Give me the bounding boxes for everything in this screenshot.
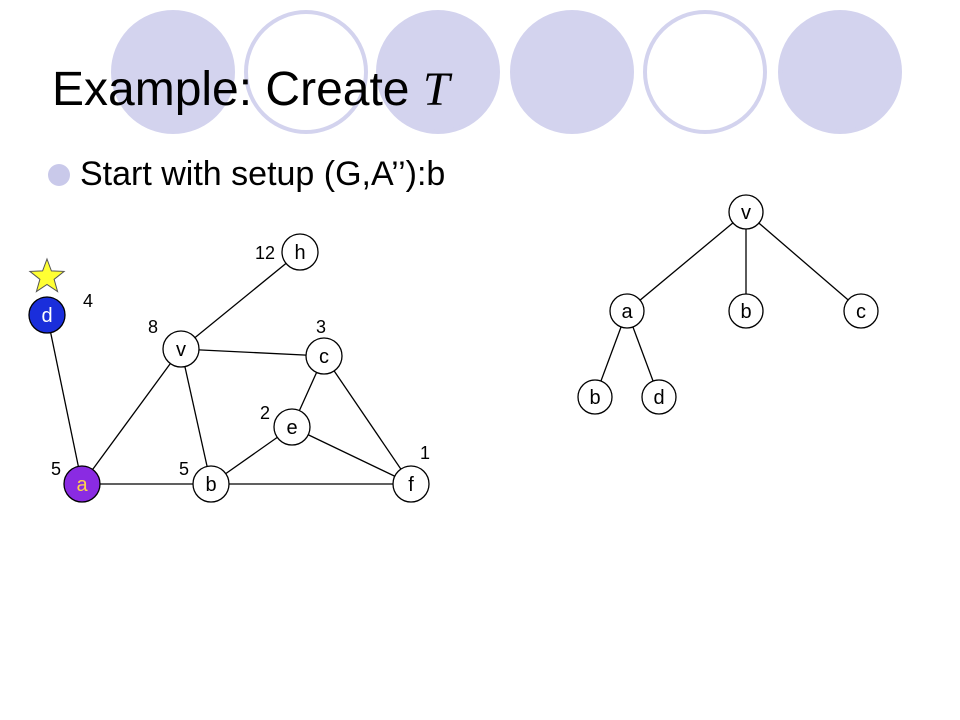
- graph-node-label-f: f: [408, 474, 414, 496]
- graph-weight-a: 5: [51, 459, 61, 479]
- graph-edge-v-a: [81, 348, 182, 485]
- star-icon: [28, 257, 66, 293]
- graph-weight-f: 1: [420, 443, 430, 463]
- graph-node-d: [28, 296, 66, 334]
- graph-weight-b: 5: [179, 459, 189, 479]
- graph-node-v: [162, 330, 200, 368]
- graph-weight-e: 2: [260, 403, 270, 423]
- graph-node-label-v: v: [176, 339, 186, 361]
- decor-circle: [643, 10, 767, 134]
- graph-weights: 12 4 8 3 2 5 5 1: [51, 243, 430, 479]
- graph-weight-d: 4: [83, 291, 93, 311]
- graph-node-label-e: e: [286, 417, 297, 439]
- tree-node-label-td: d: [653, 387, 664, 409]
- graph-node-a: [63, 465, 101, 503]
- tree-node-label-tc: c: [856, 301, 866, 323]
- graph-node-label-a: a: [76, 474, 88, 496]
- decor-circle: [376, 10, 500, 134]
- graph-node-label-h: h: [294, 242, 305, 264]
- tree-node-tc: [843, 293, 879, 329]
- graph-nodes: h d v c e a b f: [28, 233, 430, 503]
- tree-node-tb: [728, 293, 764, 329]
- decorative-circles: [111, 10, 902, 134]
- decor-circle: [244, 10, 368, 134]
- graph-edge-d-a: [46, 314, 83, 485]
- graph-node-c: [305, 337, 343, 375]
- tree-node-ta: [609, 293, 645, 329]
- graph-weight-v: 8: [148, 317, 158, 337]
- tree-node-label-tb2: b: [589, 387, 600, 409]
- decor-circle: [111, 10, 235, 134]
- graph-node-label-c: c: [319, 346, 329, 368]
- tree-edge-tv-ta: [626, 211, 747, 312]
- bullet-dot-icon: [48, 163, 70, 186]
- tree-node-td: [641, 379, 677, 415]
- graph-node-label-d: d: [41, 305, 52, 327]
- graph-node-e: [273, 408, 311, 446]
- bullet-text: Start with setup (G,A’’):b: [80, 155, 446, 193]
- decor-circle: [778, 10, 902, 134]
- decor-circle: [510, 10, 634, 134]
- graph-node-label-b: b: [205, 474, 216, 496]
- title-symbol: T: [422, 63, 450, 116]
- tree-node-tb2: [577, 379, 613, 415]
- graph-node-b: [192, 465, 230, 503]
- graph-edge-e-f: [291, 426, 412, 485]
- title-text: Example: Create: [52, 63, 423, 116]
- graph-edges: [46, 251, 412, 485]
- graph-edge-v-c: [180, 348, 325, 357]
- tree-node-label-tb: b: [740, 301, 751, 323]
- graph-node-h: [281, 233, 319, 271]
- slide-title: Example: Create T: [52, 62, 450, 117]
- tree-node-label-tv: v: [741, 202, 751, 224]
- tree-edge-tv-tc: [745, 211, 862, 312]
- graph-weight-c: 3: [316, 317, 326, 337]
- graph-edge-v-b: [180, 348, 212, 485]
- graph-edge-v-h: [180, 251, 301, 350]
- graph-weight-h: 12: [255, 243, 275, 263]
- tree-nodes: v a b c b d: [577, 194, 879, 415]
- tree-node-label-ta: a: [621, 301, 633, 323]
- bullet-item: Start with setup (G,A’’):b: [48, 155, 445, 194]
- graph-edge-c-f: [323, 355, 412, 485]
- tree-node-tv: [728, 194, 764, 230]
- graph-node-f: [392, 465, 430, 503]
